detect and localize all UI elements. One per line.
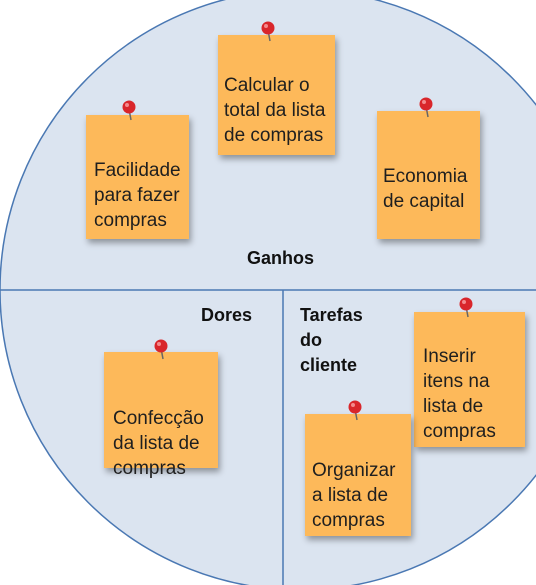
pains-section-label: Dores <box>201 305 253 325</box>
push-pin-icon <box>419 97 433 118</box>
gain-note-ease-of-shopping: Facilidade para fazer compras <box>86 115 189 239</box>
push-pin-icon <box>261 21 275 42</box>
job-note-organize-list: Organizar a lista de compras <box>305 414 411 536</box>
pain-note-list-creation-text: Confecção da lista de compras <box>113 408 204 479</box>
job-note-insert-items-text: Inserir itens na lista de compras <box>423 346 496 442</box>
push-pin-icon <box>122 100 136 121</box>
push-pin-icon <box>348 400 362 421</box>
gain-note-calculate-total-text: Calcular o total da lista de compras <box>224 75 326 146</box>
gain-note-capital-savings-text: Economia de capital <box>383 166 468 212</box>
push-pin-icon <box>154 339 168 360</box>
gain-note-calculate-total: Calcular o total da lista de compras <box>218 35 335 155</box>
gain-note-capital-savings: Economia de capital <box>377 111 480 239</box>
gains-section-label: Ganhos <box>247 248 315 268</box>
job-note-organize-list-text: Organizar a lista de compras <box>312 460 396 531</box>
job-note-insert-items: Inserir itens na lista de compras <box>414 312 525 447</box>
gain-note-ease-of-shopping-text: Facilidade para fazer compras <box>94 160 181 231</box>
push-pin-icon <box>459 297 473 318</box>
pain-note-list-creation: Confecção da lista de compras <box>104 352 218 479</box>
jobs-section-label: Tarefas do cliente <box>300 305 363 375</box>
